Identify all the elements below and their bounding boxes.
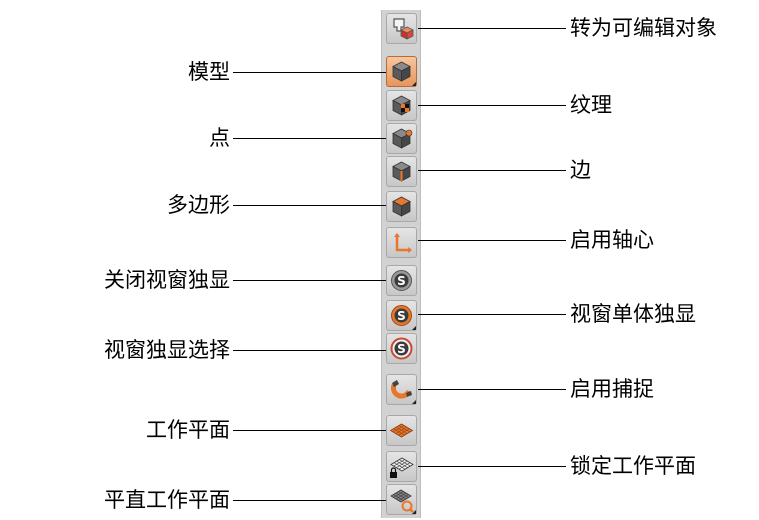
callout-line [418,105,566,106]
polygon-mode-icon [392,196,411,217]
label-solo-selection: 视窗独显选择 [104,338,230,362]
callout-line [233,280,386,281]
svg-text:S: S [397,274,406,288]
axis-icon [394,233,412,253]
callout-line [233,430,386,431]
close-solo-button[interactable]: S [386,265,417,296]
label-texture: 纹理 [570,93,612,117]
planar-workplane-icon [390,489,414,513]
callout-line [418,466,566,467]
edge-mode-icon [392,161,411,182]
callout-line [418,240,566,241]
model-cube-icon [392,61,411,82]
solo-selection-button[interactable]: S [386,333,417,364]
callout-line [233,500,386,501]
lock-workplane-button[interactable] [386,451,417,482]
callout-line [233,350,386,351]
callout-line [233,205,386,206]
label-solo-single: 视窗单体独显 [570,302,696,326]
label-enable-axis: 启用轴心 [570,228,654,252]
magnet-snap-icon [390,380,412,399]
label-point: 点 [209,126,230,150]
svg-text:S: S [397,342,406,356]
solo-off-icon: S [391,270,412,291]
enable-snap-button[interactable] [386,374,417,405]
callout-line [418,28,566,29]
callout-line [418,389,566,390]
label-lock-workplane: 锁定工作平面 [570,454,696,478]
make-editable-icon [393,18,414,40]
enable-axis-button[interactable] [386,227,417,258]
texture-checker-icon [392,95,411,116]
lock-workplane-icon [390,457,414,478]
callout-line [233,72,386,73]
solo-single-icon: S [391,305,412,326]
callout-line [233,138,386,139]
label-polygon: 多边形 [167,193,230,217]
submenu-corner-icon [412,326,416,330]
label-planar-workplane: 平直工作平面 [104,488,230,512]
edge-mode-button[interactable] [386,156,417,187]
submenu-corner-icon [412,510,416,514]
label-close-solo: 关闭视窗独显 [104,268,230,292]
polygon-mode-button[interactable] [386,191,417,222]
callout-line [418,314,566,315]
point-mode-icon [392,128,413,149]
label-make-editable: 转为可编辑对象 [570,16,717,40]
label-model: 模型 [188,60,230,84]
model-button[interactable] [386,56,417,87]
mode-toolbar: S S S [381,10,421,518]
make-editable-button[interactable] [386,13,417,44]
label-enable-snap: 启用捕捉 [570,377,654,401]
workplane-icon [389,423,414,438]
submenu-corner-icon [412,400,416,404]
label-edge: 边 [570,158,591,182]
svg-text:S: S [397,309,406,323]
planar-workplane-button[interactable] [386,484,417,515]
solo-single-button[interactable]: S [386,300,417,331]
submenu-corner-icon [412,82,416,86]
point-mode-button[interactable] [386,123,417,154]
texture-button[interactable] [386,90,417,121]
callout-line [418,170,566,171]
solo-selection-icon: S [390,337,413,360]
label-workplane: 工作平面 [146,418,230,442]
workplane-button[interactable] [386,415,417,446]
